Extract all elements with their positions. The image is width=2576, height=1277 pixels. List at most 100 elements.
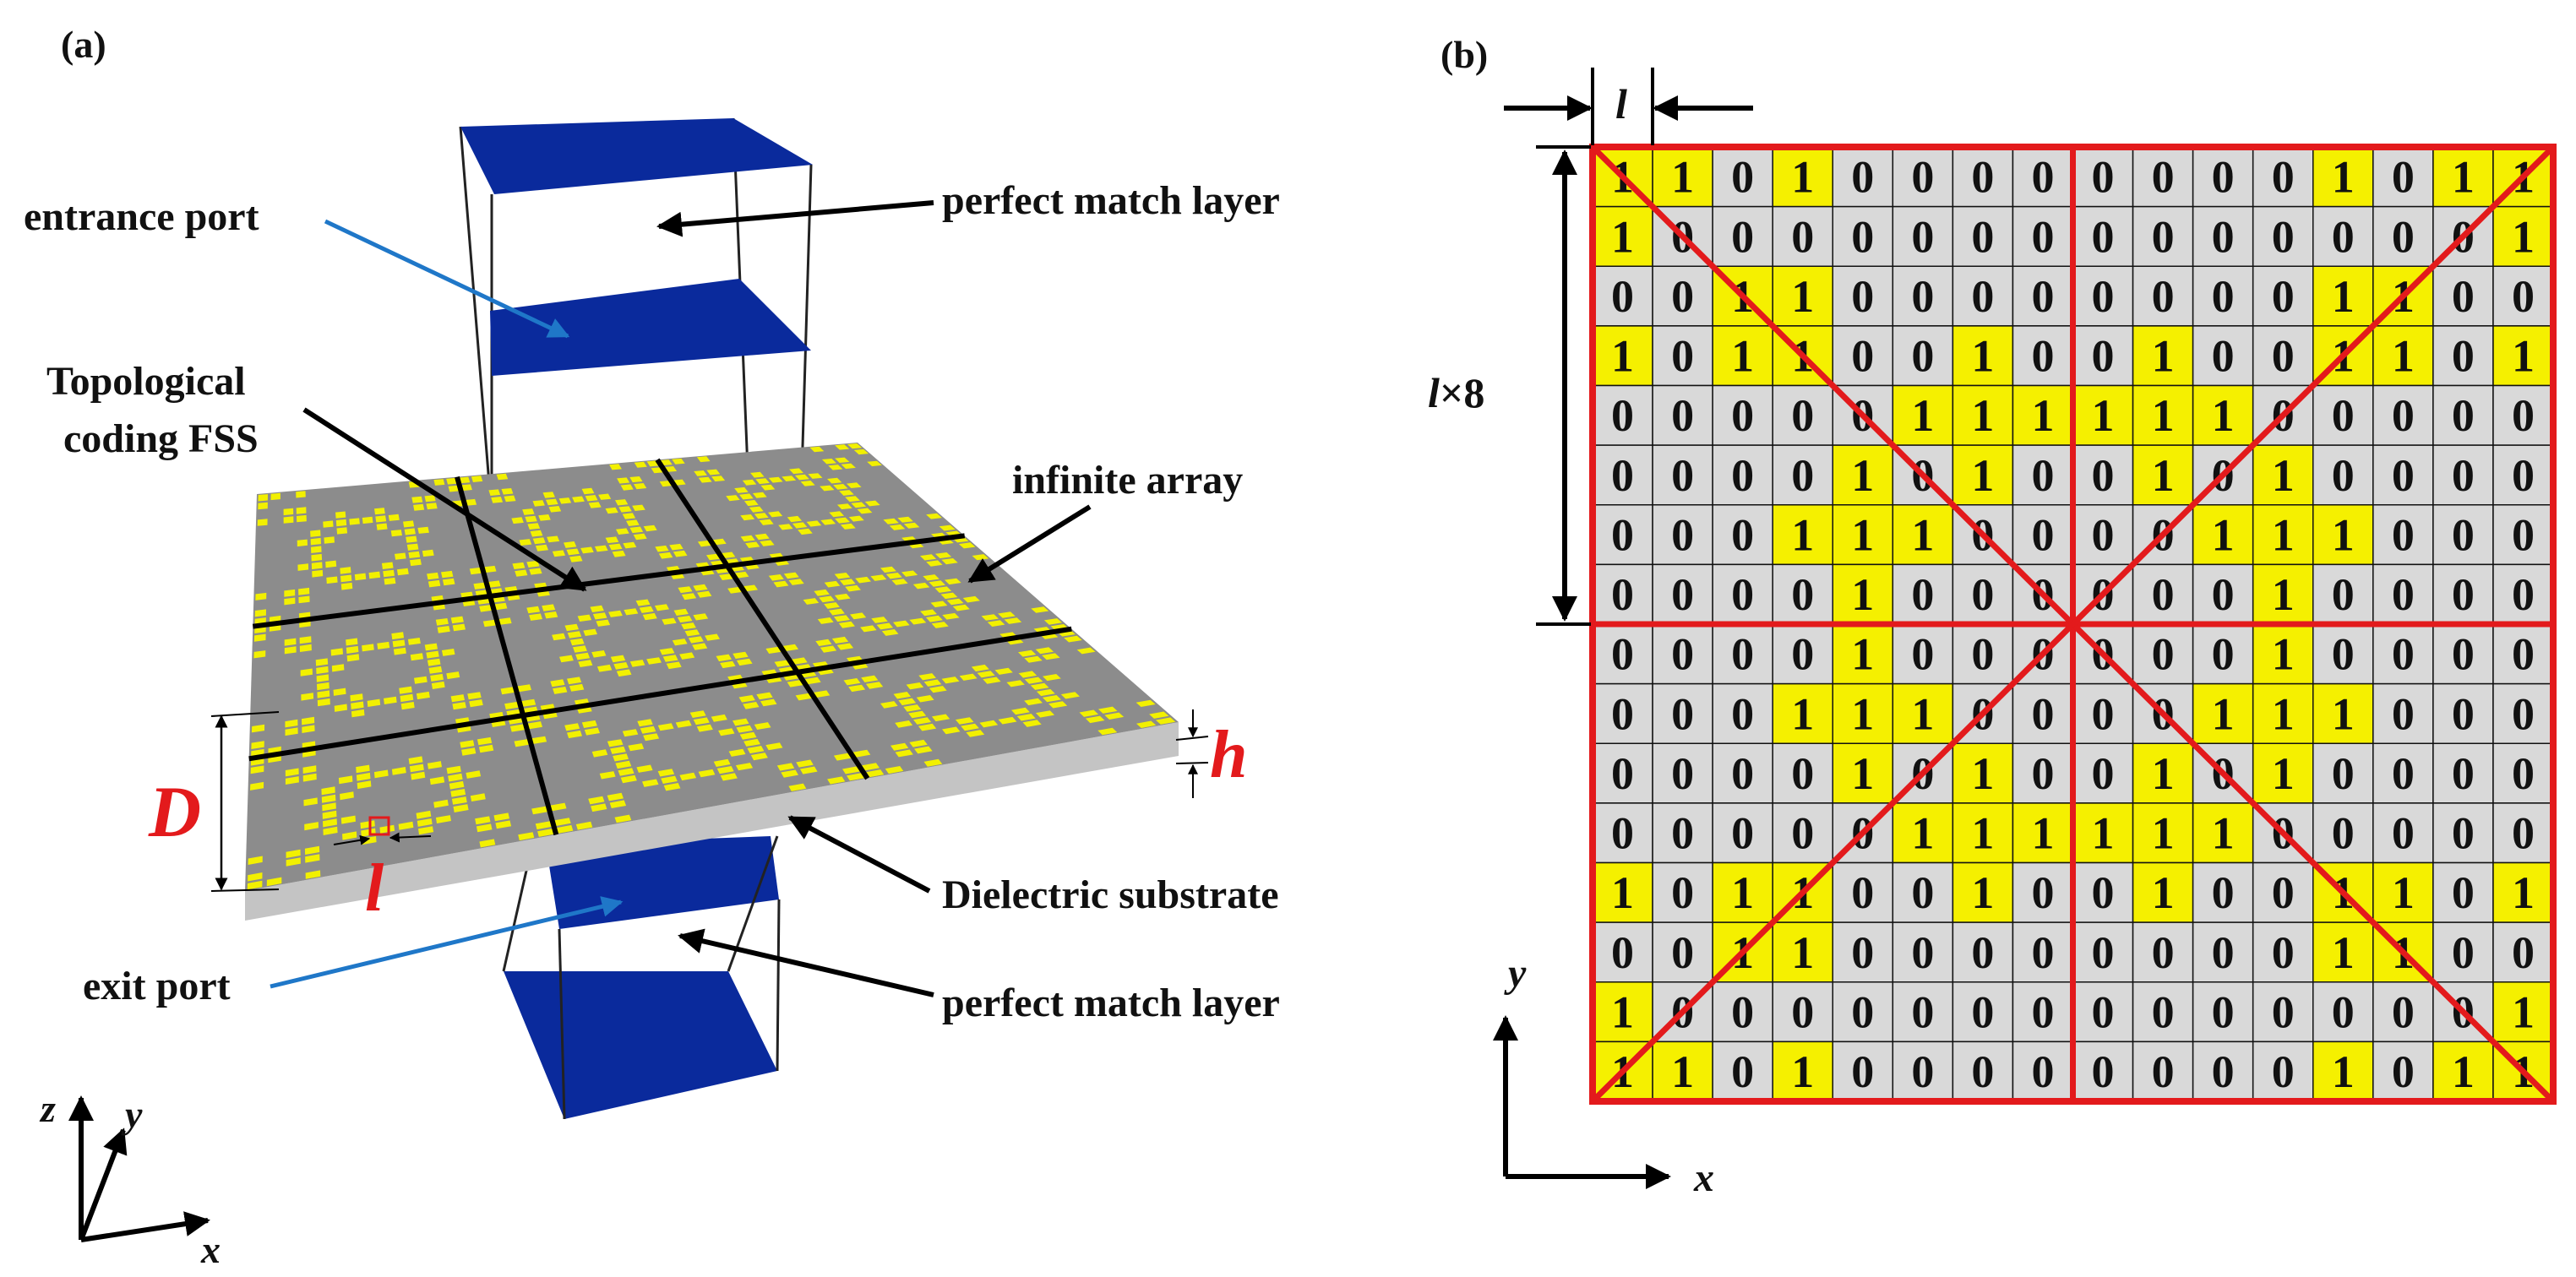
fss-patch <box>820 485 835 492</box>
fss-patch <box>765 646 782 654</box>
matrix-cell-value: 0 <box>2452 867 2475 918</box>
entrance-port-arrow <box>324 219 570 339</box>
fss-patch <box>403 520 415 528</box>
fss-patch <box>392 639 406 648</box>
fss-patch <box>605 507 618 514</box>
matrix-cell-value: 0 <box>1911 927 1934 978</box>
fss-patch <box>987 620 1005 627</box>
axis-y-label: y <box>121 1093 143 1136</box>
matrix-cell-value: 0 <box>2392 688 2415 739</box>
matrix-cell-value: 0 <box>2031 331 2054 382</box>
fss-patch <box>429 776 445 785</box>
fss-patch <box>829 511 845 518</box>
matrix-cell-value: 1 <box>1971 867 1994 918</box>
fss-patch <box>623 541 637 549</box>
fss-patch <box>642 779 659 787</box>
matrix-cell <box>1832 921 1894 983</box>
fss-patch <box>1035 647 1054 655</box>
fss-patch <box>760 540 775 546</box>
matrix-cell <box>1772 265 1833 327</box>
fss-patch <box>643 733 660 742</box>
matrix-cell <box>2192 563 2254 625</box>
fss-patch <box>284 597 296 606</box>
matrix-cell <box>2012 444 2074 506</box>
diagonal-2 <box>1590 144 2556 1104</box>
fss-patch <box>377 641 390 649</box>
matrix-cell-value: 0 <box>2212 211 2235 262</box>
matrix-cell-value: 0 <box>2212 569 2235 620</box>
fss-patch <box>527 523 541 530</box>
fss-patch <box>301 693 314 701</box>
fss-patch <box>646 657 662 665</box>
fss-patch <box>716 766 734 774</box>
matrix-cell <box>2192 504 2254 566</box>
fss-patch <box>1030 682 1049 690</box>
matrix-cell-value: 0 <box>1911 569 1934 620</box>
fss-patch <box>694 470 707 476</box>
fss-patch <box>581 487 595 495</box>
fss-patch <box>622 513 636 519</box>
fss-patch <box>254 609 266 617</box>
fss-patch <box>446 765 461 774</box>
fss-patch <box>1079 709 1099 717</box>
fss-patch <box>559 655 574 663</box>
matrix-cell <box>1832 444 1894 506</box>
fss-patch <box>336 527 348 535</box>
fss-patch <box>885 766 904 774</box>
fss-patch <box>848 515 864 522</box>
fss-patch <box>848 684 866 693</box>
fss-patch <box>427 572 439 580</box>
matrix-cell-value: 1 <box>2512 211 2535 262</box>
matrix-cell <box>1952 981 2014 1043</box>
matrix-cell-value: 0 <box>2031 152 2054 203</box>
fss-patch <box>618 506 632 513</box>
matrix-cell-value: 0 <box>1851 152 1874 203</box>
fss-patch <box>749 506 764 513</box>
fss-patch <box>615 760 632 769</box>
fss-patch <box>983 677 1001 684</box>
fss-patch <box>906 682 924 690</box>
fss-patch <box>608 610 623 617</box>
fss-patch <box>342 831 357 840</box>
fss-patch <box>1024 677 1043 684</box>
fss-patch <box>414 676 428 684</box>
fss-patch <box>501 488 514 495</box>
fss-patch <box>305 854 320 863</box>
panel-b: (b) 110100000000101110000000000000010011… <box>1428 33 2557 1200</box>
matrix-cell <box>1712 205 1773 267</box>
matrix-cell-value: 0 <box>2332 629 2355 680</box>
entrance-port-label: entrance port <box>24 194 259 239</box>
column-edge <box>558 928 566 1120</box>
matrix-cell <box>1772 1041 1833 1102</box>
fss-patch <box>855 576 871 584</box>
matrix-cell-value: 0 <box>2152 1046 2175 1097</box>
fss-patch <box>719 573 734 580</box>
fss-patch <box>514 739 530 747</box>
matrix-cell-value: 0 <box>1851 986 1874 1037</box>
fss-patch <box>374 508 385 515</box>
fss-patch <box>427 658 441 666</box>
matrix-cell <box>1892 682 1954 744</box>
fss-patch <box>804 677 821 685</box>
fss-patch <box>706 469 721 475</box>
matrix-cell <box>2192 981 2254 1043</box>
fss-patch <box>721 552 736 558</box>
matrix-cell-value: 0 <box>2452 509 2475 560</box>
axis-y-line <box>79 1128 128 1242</box>
matrix-cell-value: 1 <box>2332 271 2355 322</box>
matrix-cell-value: 0 <box>2332 569 2355 620</box>
matrix-cell-value: 0 <box>2392 986 2415 1037</box>
matrix-cell-value: 1 <box>2212 688 2235 739</box>
fss-patch <box>945 578 961 585</box>
fss-patch <box>716 654 732 662</box>
fss-patch <box>527 721 542 730</box>
matrix-cell-value: 0 <box>2031 450 2054 501</box>
fss-patch <box>740 514 755 521</box>
fss-patch <box>827 776 846 785</box>
matrix-cell-value: 0 <box>1671 331 1694 382</box>
matrix-cell <box>2252 682 2314 744</box>
fss-patch <box>544 611 558 619</box>
matrix-cell-value: 1 <box>1791 509 1814 560</box>
fss-patch <box>572 496 585 503</box>
fss-patch <box>853 448 869 455</box>
